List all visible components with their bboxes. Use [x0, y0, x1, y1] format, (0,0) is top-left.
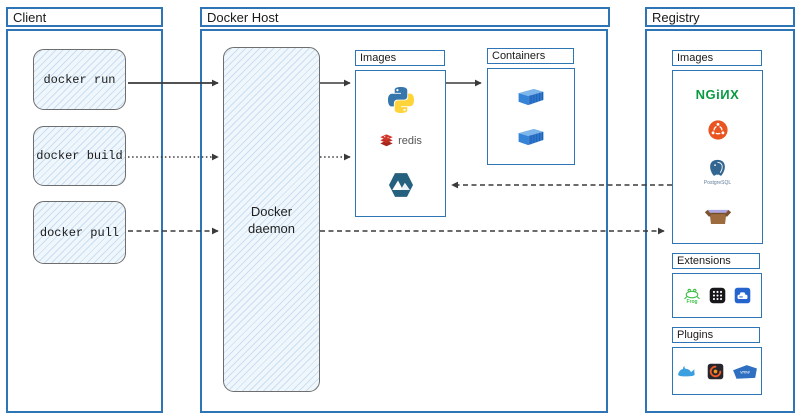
- docker-pull-box: docker pull: [33, 201, 126, 264]
- package-icon: [704, 209, 731, 224]
- whale-icon: [678, 366, 695, 377]
- docker-run-box: docker run: [33, 49, 126, 110]
- ubuntu-icon: [707, 120, 728, 140]
- nginx-logo: NGiИX: [695, 87, 740, 102]
- container-icon: [518, 128, 544, 145]
- extensions-box: Frog: [672, 273, 762, 318]
- registry-title: Registry: [645, 7, 795, 27]
- jfrog-icon: [684, 288, 700, 300]
- containers-label: Containers: [487, 48, 574, 64]
- extensions-label: Extensions: [672, 253, 760, 269]
- redis-image-item: redis: [379, 134, 422, 149]
- docker-pull-label: docker pull: [39, 225, 120, 240]
- docker-daemon-box: Docker daemon: [223, 47, 320, 392]
- vmware-label: vmw: [740, 369, 750, 374]
- docker-daemon-label: Docker daemon: [248, 203, 295, 236]
- client-title: Client: [6, 7, 163, 27]
- docker-run-label: docker run: [43, 72, 116, 87]
- plugins-label: Plugins: [672, 327, 760, 343]
- disk-drive-icon: [734, 287, 751, 304]
- postgresql-icon: [710, 159, 725, 176]
- jfrog-label: Frog: [686, 299, 698, 305]
- python-icon: [387, 87, 414, 114]
- registry-images-label: Images: [672, 50, 762, 66]
- postgresql-logo: PostgreSQL: [704, 158, 731, 186]
- postgresql-label: PostgreSQL: [703, 180, 732, 186]
- docker-host-title: Docker Host: [200, 7, 610, 27]
- redis-icon: [380, 134, 393, 147]
- containers-box: [487, 68, 575, 165]
- jfrog-logo: Frog: [683, 287, 701, 305]
- alpine-icon: [388, 172, 413, 197]
- app-grid-icon: [709, 287, 726, 304]
- docker-build-label: docker build: [36, 149, 123, 163]
- host-images-box: redis: [355, 70, 446, 217]
- container-icon: [518, 89, 544, 106]
- vmware-icon: vmw: [733, 364, 757, 379]
- redis-label: redis: [398, 135, 422, 148]
- docker-build-box: docker build: [33, 126, 126, 186]
- grafana-icon: [707, 363, 724, 379]
- registry-images-box: NGiИX PostgreSQL: [672, 70, 763, 244]
- host-images-label: Images: [355, 50, 445, 66]
- plugins-box: vmw: [672, 347, 762, 395]
